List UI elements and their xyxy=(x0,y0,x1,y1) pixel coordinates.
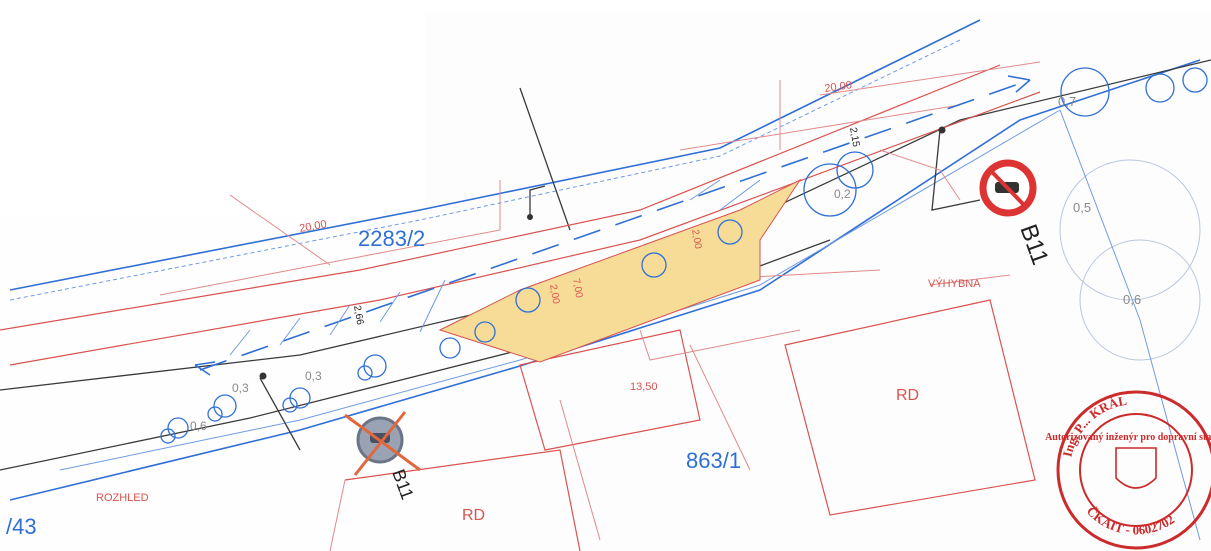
tree-icon xyxy=(515,287,541,313)
visibility-value-0-6: 0,6 xyxy=(1123,292,1141,307)
road-edge-lines xyxy=(9,19,1201,501)
dimension-2-00-a: 2,00 xyxy=(689,229,703,251)
building-label-rd-center: RD xyxy=(462,507,485,524)
dimension-top-20: 20,00 xyxy=(824,79,853,95)
dimension-2-66: 2,66 xyxy=(351,305,365,327)
widening-area xyxy=(438,178,802,363)
stamp-role: Autorizovaný inženýr pro dopravní stavby xyxy=(1045,432,1211,443)
planning-lines-red xyxy=(0,61,1041,551)
trees xyxy=(160,67,1208,444)
tree-icon xyxy=(803,151,874,217)
parcel-number-south: 863/1 xyxy=(686,448,741,473)
removed-sign xyxy=(344,411,421,476)
visibility-value-0-3-a: 0,3 xyxy=(232,381,249,395)
dimension-2-15: 2,15 xyxy=(847,127,861,149)
label-rozhled: ROZHLED xyxy=(96,492,149,504)
visibility-value-0-7: 0,7 xyxy=(1058,94,1076,109)
tree-icon xyxy=(282,387,311,413)
no-motor-vehicles-sign xyxy=(979,159,1037,217)
tree-icon xyxy=(357,354,387,381)
visibility-value-0-5: 0,5 xyxy=(1073,200,1091,215)
lane-markings xyxy=(194,75,1031,376)
tree-icon xyxy=(641,252,667,278)
tree-icon xyxy=(439,321,496,359)
visibility-value-0-3-b: 0,3 xyxy=(305,369,322,383)
tree-icon xyxy=(1060,67,1110,117)
visibility-value-0-2: 0,2 xyxy=(834,187,851,201)
dimension-2-00-b: 2,00 xyxy=(547,284,561,306)
label-vyhybna: VÝHYBNA xyxy=(928,277,981,290)
tree-icon xyxy=(160,417,189,444)
visibility-value-0-6-left: 0,6 xyxy=(190,419,207,433)
street-lamp xyxy=(259,126,946,380)
sheet-left-strip xyxy=(0,215,440,551)
visibility-circles xyxy=(1059,109,1201,541)
tree-icon xyxy=(717,219,743,245)
building-label-rd-right: RD xyxy=(896,387,919,404)
parcel-number-north: 2283/2 xyxy=(358,226,425,251)
parcel-number-left: /43 xyxy=(6,514,37,539)
tree-icon xyxy=(1145,67,1208,103)
dimension-13-50: 13,50 xyxy=(630,381,658,393)
dimension-7-00: 7,00 xyxy=(570,278,584,300)
dimension-left-20: 20,00 xyxy=(298,218,327,235)
tree-icon xyxy=(207,394,237,422)
